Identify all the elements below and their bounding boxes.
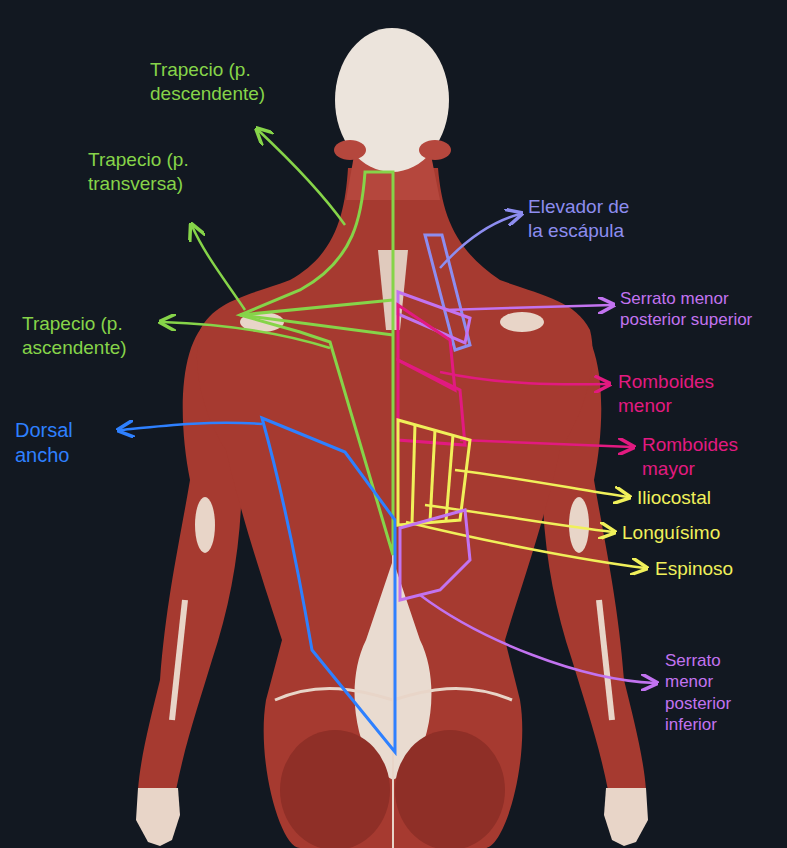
left-ear-muscle [334,140,366,160]
right-hand [604,788,648,846]
muscle-label: Trapecio (p. ascendente) [22,312,207,360]
left-forearm-tendon [172,600,185,720]
muscle-label: Longuísimo [622,521,772,545]
leader-line [420,595,655,683]
muscle-label: Espinoso [655,557,775,581]
leader-line [120,423,262,430]
left-elbow [195,497,215,553]
muscle-label: Trapecio (p. descendente) [150,58,350,106]
leader-line [425,505,613,532]
leader-line [440,214,520,268]
muscle-label: Romboides menor [618,370,743,418]
trapezius-border [240,172,393,555]
right-ear-muscle [419,140,451,160]
muscle-label: Dorsal ancho [15,418,105,468]
rhomboid-major-outline [398,360,465,445]
left-hand [136,788,180,846]
erector-division [430,430,435,522]
serratus-superior-outline [398,292,470,343]
body [136,28,648,848]
leader-line [192,226,245,310]
leader-line [258,130,345,225]
leader-line [455,470,628,497]
muscle-label: Serrato menor posterior superior [620,288,780,331]
trapezius-division [240,300,393,315]
serratus-inferior-outline [400,510,470,600]
right-acromion [500,312,544,332]
leader-line [445,305,612,310]
muscle-label: Serrato menor posterior inferior [665,650,770,735]
erector-division [412,424,415,524]
levator-outline [425,235,470,350]
leader-line [460,440,632,447]
leader-lines [162,130,345,348]
torso [197,168,593,848]
leader-line [162,322,330,348]
leader-line [406,522,645,568]
left-buttock [280,730,390,848]
right-elbow [569,497,589,553]
trapezius-outline [240,172,393,555]
right-buttock [395,730,505,848]
right-forearm-tendon [599,600,612,720]
muscle-label: Iliocostal [637,486,777,510]
rhomboid-minor-outline [398,305,455,390]
muscle-label: Elevador de la escápula [528,195,648,243]
latissimus-outline [262,418,395,752]
muscle-label: Romboides mayor [642,433,767,481]
leader-line [440,372,608,384]
muscle-label: Trapecio (p. transversa) [88,148,288,196]
